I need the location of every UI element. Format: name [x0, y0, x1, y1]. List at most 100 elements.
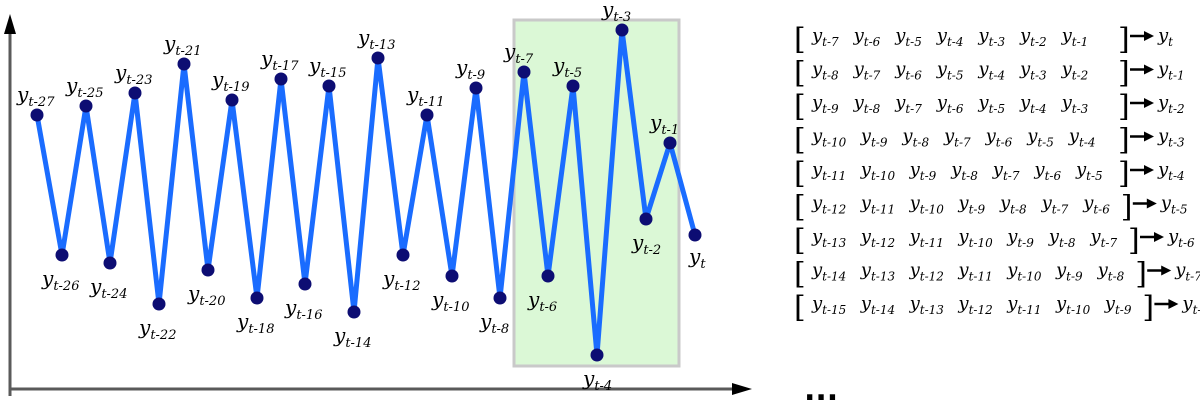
- window-input-label: yt-1: [1061, 25, 1089, 49]
- window-input-label: yt-11: [811, 159, 846, 183]
- window-input-label: yt-9: [1104, 293, 1132, 317]
- left-bracket: [: [794, 290, 806, 325]
- arrow-head: [1144, 64, 1154, 75]
- point-label: yt-6: [527, 287, 557, 315]
- window-input-label: yt-4: [1068, 126, 1096, 150]
- data-point: [250, 291, 264, 305]
- data-point: [30, 108, 44, 122]
- point-label: yt-1: [649, 110, 679, 138]
- data-point: [103, 256, 117, 270]
- point-label: yt-24: [89, 274, 127, 302]
- window-input-label: yt-2: [1019, 25, 1047, 49]
- point-label: yt-20: [187, 281, 225, 309]
- window-input-label: yt-13: [860, 260, 896, 284]
- data-point: [322, 79, 336, 93]
- point-label: yt-18: [236, 309, 274, 337]
- left-bracket: [: [794, 56, 806, 91]
- window-input-label: yt-7: [943, 126, 971, 150]
- data-point: [79, 99, 93, 113]
- window-input-label: yt-13: [811, 226, 847, 250]
- window-input-label: yt-9: [1055, 260, 1083, 284]
- data-point: [55, 248, 69, 262]
- right-bracket: ]: [1118, 56, 1130, 91]
- point-label: yt-2: [631, 230, 661, 258]
- right-bracket: ]: [1118, 22, 1130, 57]
- window-input-label: yt-13: [909, 293, 945, 317]
- data-point: [420, 108, 434, 122]
- data-point: [347, 305, 361, 319]
- window-input-label: yt-14: [860, 293, 895, 317]
- left-bracket: [: [794, 257, 806, 292]
- window-target-label: yt-2: [1157, 92, 1185, 116]
- window-input-label: yt-8: [811, 59, 839, 83]
- arrow-head: [1144, 98, 1154, 108]
- point-label: yt-7: [503, 39, 534, 67]
- point-label: yt: [688, 244, 706, 272]
- point-label: yt-4: [582, 366, 612, 394]
- data-point: [177, 57, 191, 71]
- window-input-label: yt-8: [853, 92, 881, 116]
- series-line: [34, 27, 698, 358]
- data-point: [201, 263, 215, 277]
- point-label: yt-9: [455, 55, 485, 83]
- data-point: [274, 72, 288, 86]
- window-input-label: yt-7: [811, 25, 839, 49]
- window-input-label: yt-6: [1082, 193, 1110, 217]
- continuation-ellipsis: ...: [804, 373, 838, 402]
- right-bracket: ]: [1118, 156, 1130, 191]
- window-input-label: yt-3: [977, 25, 1005, 49]
- data-point: [396, 248, 410, 262]
- window-input-label: yt-5: [936, 59, 964, 83]
- point-label: yt-11: [406, 82, 444, 110]
- data-point: [445, 269, 459, 283]
- window-input-label: yt-15: [811, 293, 846, 317]
- sliding-window-highlight: [512, 18, 681, 368]
- window-input-label: yt-3: [1019, 59, 1047, 83]
- left-bracket: [: [794, 223, 806, 258]
- left-bracket: [: [794, 190, 806, 225]
- window-input-label: yt-12: [811, 193, 846, 217]
- point-label: yt-17: [260, 46, 299, 74]
- window-target-label: yt-3: [1157, 126, 1185, 150]
- data-point: [493, 291, 507, 305]
- arrow-head: [1154, 232, 1164, 242]
- right-bracket: ]: [1128, 223, 1140, 258]
- y-axis-arrowhead: [4, 14, 16, 34]
- point-label: yt-15: [308, 53, 346, 81]
- right-bracket: ]: [1142, 290, 1154, 325]
- window-target-label: yt-8: [1181, 293, 1200, 317]
- point-label: yt-12: [382, 266, 420, 294]
- window-input-label: yt-11: [860, 193, 895, 217]
- window-input-label: yt-6: [894, 59, 922, 83]
- window-target-label: yt-4: [1157, 159, 1185, 183]
- window-input-label: yt-8: [950, 159, 978, 183]
- window-input-label: yt-6: [853, 25, 881, 49]
- data-point: [541, 269, 555, 283]
- point-label: yt-25: [65, 73, 103, 101]
- window-target-label: yt-6: [1167, 226, 1195, 250]
- data-point: [590, 348, 604, 362]
- x-axis-arrowhead: [732, 383, 752, 395]
- arrow-head: [1144, 131, 1154, 142]
- point-label: yt-14: [333, 323, 371, 351]
- point-label: yt-8: [479, 309, 509, 337]
- window-input-label: yt-8: [1048, 226, 1076, 250]
- left-bracket: [: [794, 123, 806, 158]
- window-input-label: yt-5: [894, 25, 922, 49]
- data-point: [371, 51, 385, 65]
- data-point: [225, 93, 239, 107]
- window-input-label: yt-11: [957, 260, 992, 284]
- arrow-head: [1161, 265, 1172, 276]
- window-input-label: yt-6: [1033, 159, 1061, 183]
- series-points: [30, 23, 702, 362]
- point-label: yt-3: [601, 0, 631, 25]
- window-input-label: yt-5: [1075, 159, 1103, 183]
- window-input-label: yt-8: [901, 126, 929, 150]
- window-input-label: yt-7: [992, 159, 1020, 183]
- window-input-label: yt-4: [936, 25, 964, 49]
